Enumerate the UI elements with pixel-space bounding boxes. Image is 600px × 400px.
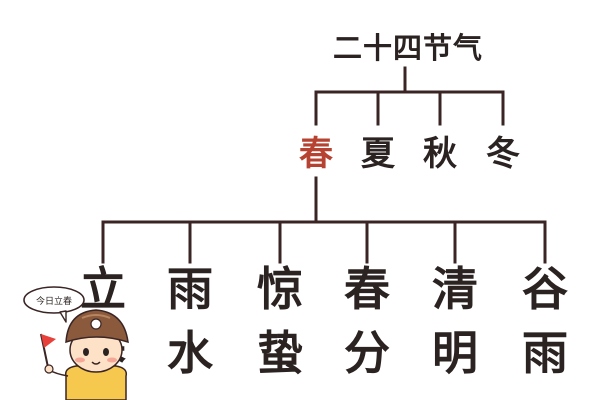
season-autumn: 秋	[423, 134, 457, 174]
term-3-char-2: 蛰	[257, 326, 303, 380]
term-5-char-1: 清	[432, 262, 478, 316]
mascot-illustration: 今日立春	[23, 286, 129, 400]
term-5: 清 明	[427, 0, 483, 400]
term-4-char-1: 春	[344, 262, 390, 316]
term-6-char-1: 谷	[522, 262, 568, 316]
term-2: 雨 水	[162, 0, 218, 400]
term-2-char-1: 雨	[167, 262, 213, 316]
term-3: 惊 蛰	[252, 0, 308, 400]
diagram-title: 二十四节气	[333, 31, 484, 65]
term-5-char-2: 明	[432, 326, 478, 380]
term-4: 春 分	[339, 0, 395, 400]
term-4-char-2: 分	[344, 326, 390, 380]
term-6-char-2: 雨	[522, 326, 568, 380]
term-3-char-1: 惊	[257, 262, 303, 316]
season-summer: 夏	[361, 134, 395, 174]
term-6: 谷 雨	[517, 0, 573, 400]
season-spring: 春	[299, 134, 333, 174]
speech-bubble-text: 今日立春	[36, 295, 72, 307]
term-1-char-1: 立	[80, 262, 126, 316]
term-2-char-2: 水	[167, 326, 213, 380]
speech-bubble: 今日立春	[23, 286, 85, 323]
season-winter: 冬	[486, 134, 520, 174]
